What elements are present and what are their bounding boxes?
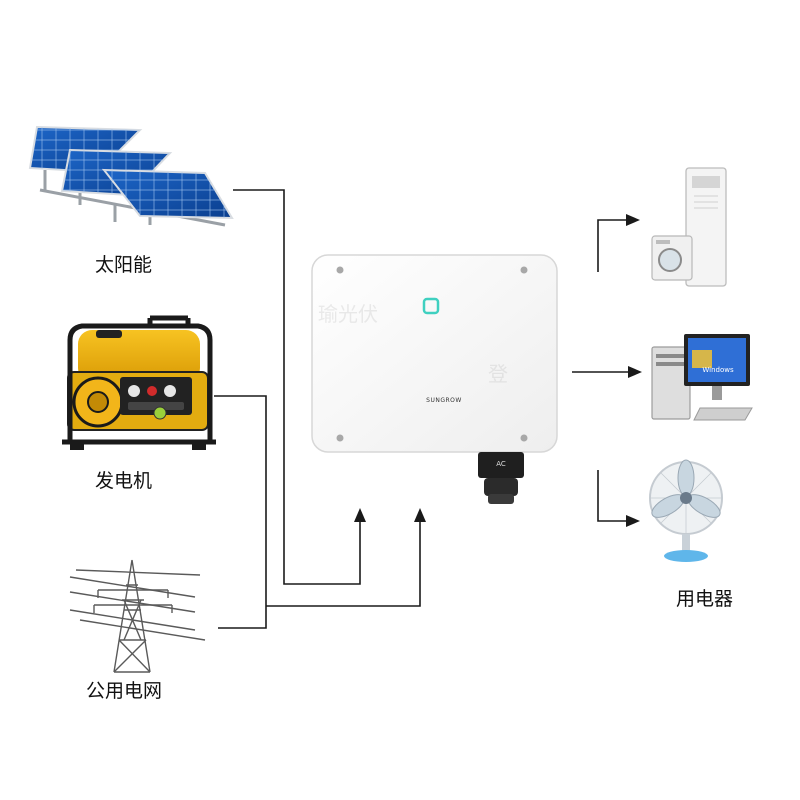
power-grid-tower-illustration: [69, 559, 206, 673]
screw-icon: [520, 434, 528, 442]
ac-port-label: AC: [496, 460, 506, 468]
screw-icon: [520, 266, 528, 274]
arrow-right-icon: [626, 214, 640, 226]
keyboard: [693, 407, 753, 421]
solar-label: 太阳能: [95, 254, 153, 276]
input-wiring: [214, 189, 421, 629]
washing-machine-illustration: [651, 235, 693, 281]
monitor-os-text: Windows: [702, 366, 734, 374]
generator-label: 发电机: [95, 470, 153, 492]
computer-illustration: Windows: [651, 334, 753, 421]
solar-connector: [233, 189, 361, 585]
solar-panel-3: [101, 168, 234, 220]
ac-port-box: [478, 452, 524, 478]
inverter-illustration: SUNGROW AC: [311, 254, 558, 504]
arrow-up-icon: [354, 508, 366, 522]
grid-label: 公用电网: [86, 680, 163, 702]
arrow-up-icon: [414, 508, 426, 522]
loads-label: 用电器: [676, 588, 734, 610]
inverter-brand: SUNGROW: [426, 397, 462, 404]
combined-connector: [266, 520, 421, 607]
generator-fuel-tank: [78, 330, 200, 382]
generator-illustration: [62, 315, 216, 450]
generator-grid-connector: [214, 395, 267, 629]
arrow-right-icon: [628, 366, 642, 378]
output-arrows: [626, 214, 642, 527]
fan-illustration: [649, 459, 723, 562]
screw-icon: [336, 434, 344, 442]
cable-gland: [484, 478, 518, 496]
arrow-right-icon: [626, 515, 640, 527]
solar-panel-illustration: [28, 125, 234, 227]
air-conditioner-illustration: [685, 167, 727, 287]
input-arrows: [354, 508, 426, 522]
inverter-body: [311, 254, 558, 453]
output-wiring: [572, 219, 630, 522]
status-led-icon: [422, 297, 440, 315]
screw-icon: [336, 266, 344, 274]
watermark-text: 瑜光伏: [318, 302, 378, 326]
watermark-text: 登: [488, 362, 508, 386]
